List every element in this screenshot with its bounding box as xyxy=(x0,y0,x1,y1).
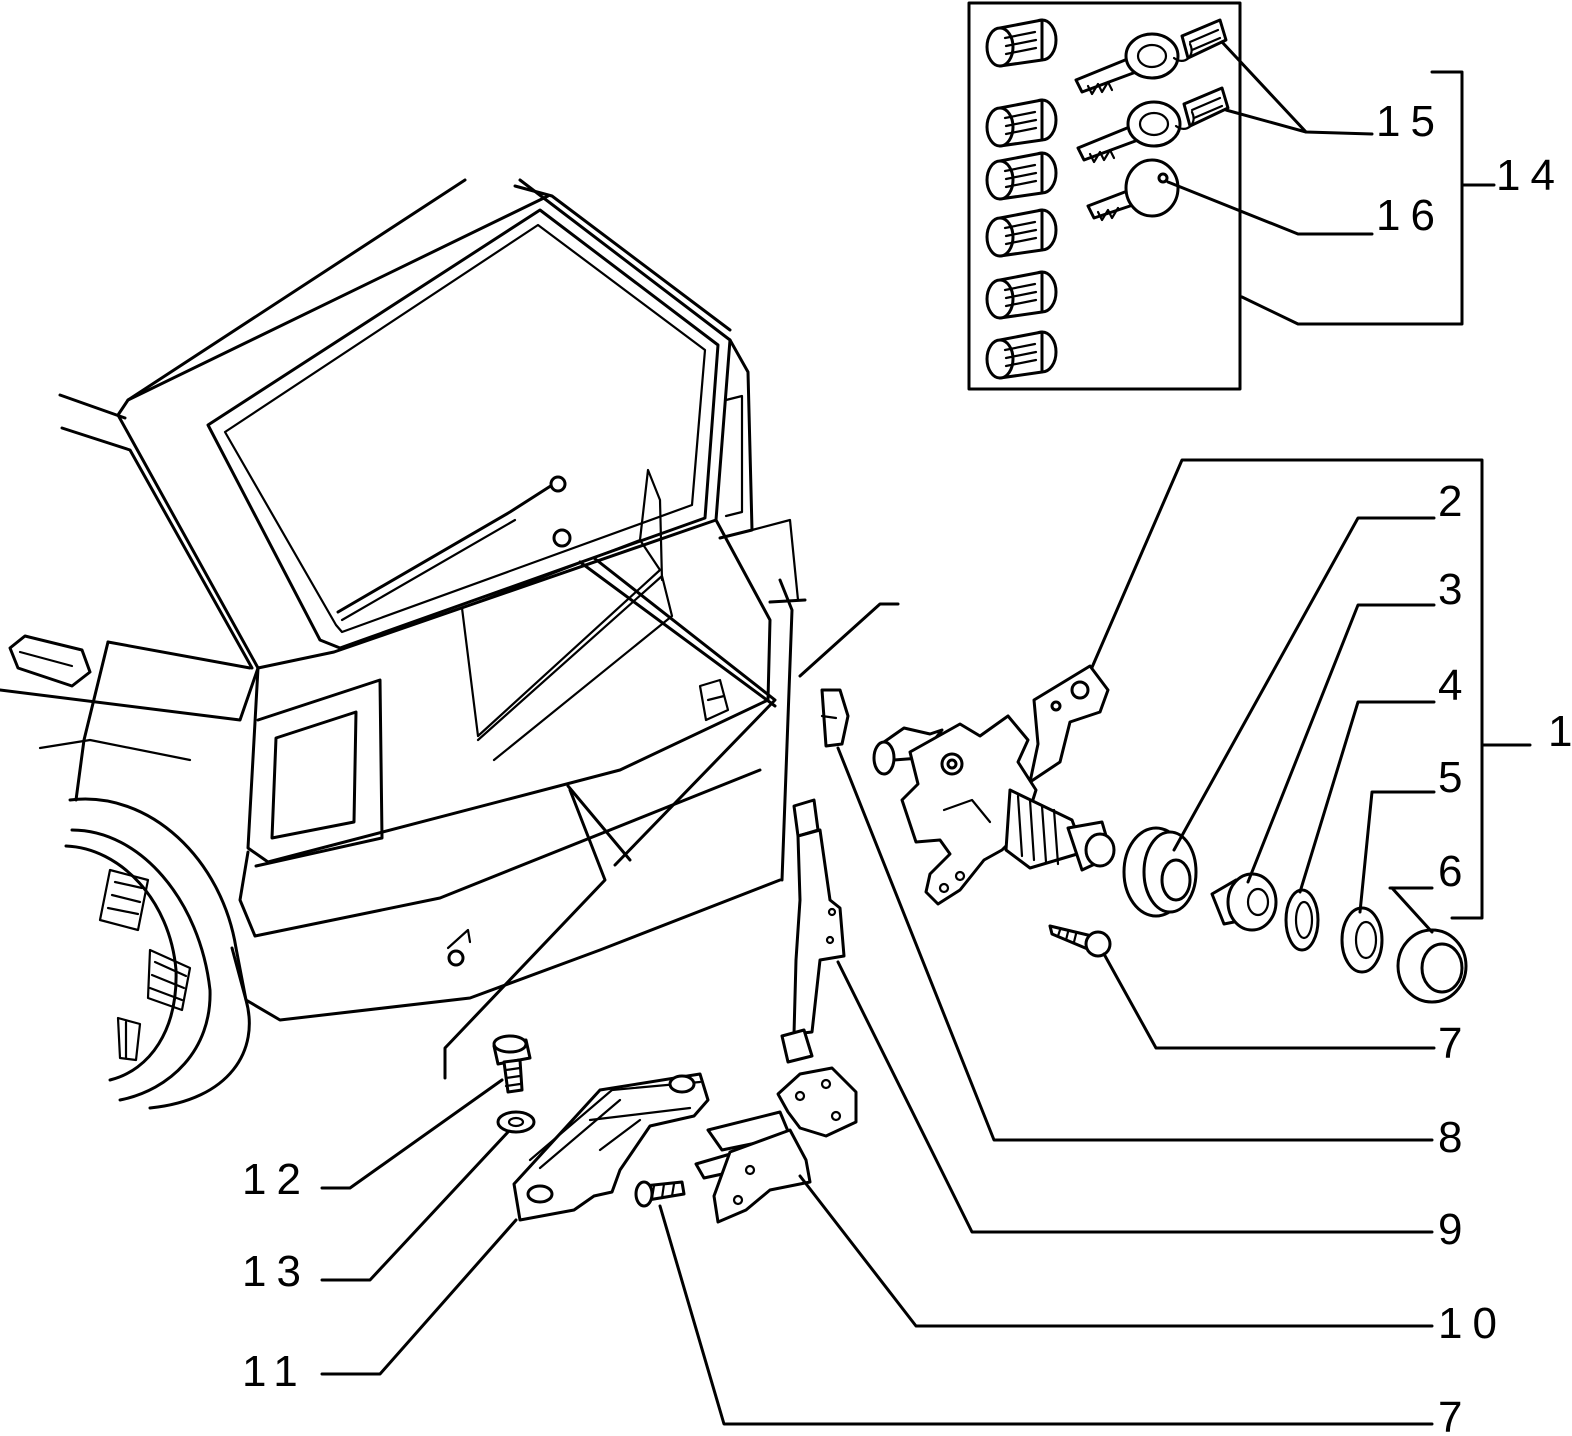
lock-cylinder xyxy=(985,98,1058,148)
latch-plate xyxy=(512,1072,710,1222)
outer-ring xyxy=(1396,928,1468,1004)
callout-4: 4 xyxy=(1438,661,1472,710)
key-with-tag xyxy=(1076,86,1230,164)
callout-6: 6 xyxy=(1438,847,1472,896)
cylinder-cap xyxy=(1210,872,1278,932)
latch-mechanism xyxy=(694,1066,858,1224)
seal-washer xyxy=(1340,906,1384,974)
key-cylinder-set-box xyxy=(967,1,1496,391)
lock-cylinder xyxy=(985,208,1058,258)
latch-plate-group xyxy=(320,1034,1434,1426)
callout-2: 2 xyxy=(1438,477,1472,526)
vehicle-rear-illustration xyxy=(0,178,900,1110)
callout-8: 8 xyxy=(1438,1113,1472,1162)
lock-cylinder xyxy=(985,330,1058,380)
retaining-clip xyxy=(820,688,850,748)
callout-9: 9 xyxy=(1438,1205,1472,1254)
callout-14: 14 xyxy=(1496,151,1565,200)
callout-12: 12 xyxy=(242,1155,311,1204)
lock-cylinder xyxy=(985,151,1058,201)
lock-cylinder xyxy=(985,18,1058,68)
lock-cylinder xyxy=(985,270,1058,320)
callout-7-upper: 7 xyxy=(1438,1019,1472,1068)
screw-small xyxy=(634,1180,686,1208)
callout-15: 15 xyxy=(1376,97,1445,146)
callout-16: 16 xyxy=(1376,191,1445,240)
cylinder-bezel xyxy=(1122,826,1198,918)
connecting-rod xyxy=(780,798,846,1064)
callout-labels: 1 2 3 4 5 6 7 8 9 10 7 11 12 13 14 15 16 xyxy=(242,97,1572,1436)
callout-13: 13 xyxy=(242,1247,311,1296)
callout-1: 1 xyxy=(1548,707,1572,756)
lock-body xyxy=(872,664,1116,906)
washer-small xyxy=(496,1110,536,1134)
key xyxy=(1086,158,1180,222)
washer xyxy=(1284,888,1320,952)
bolt xyxy=(492,1034,532,1094)
callout-11: 11 xyxy=(242,1347,308,1396)
callout-5: 5 xyxy=(1438,753,1472,802)
callout-7-lower: 7 xyxy=(1438,1393,1472,1436)
callout-3: 3 xyxy=(1438,565,1472,614)
callout-10: 10 xyxy=(1438,1299,1507,1348)
key-with-tag xyxy=(1074,18,1228,96)
latch-rod-group xyxy=(694,798,1434,1328)
lock-assembly-group xyxy=(820,458,1532,1142)
screw xyxy=(1048,924,1112,958)
